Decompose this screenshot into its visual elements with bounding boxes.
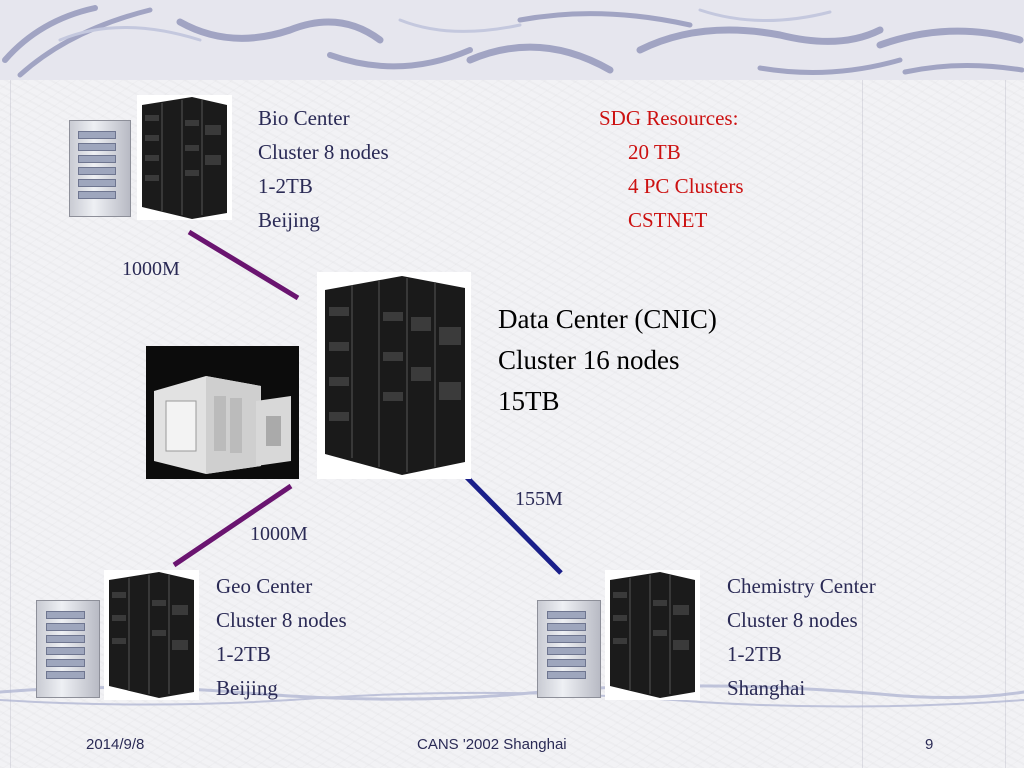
server-rack-icon	[104, 570, 199, 700]
chem-link-label: 155M	[515, 488, 563, 510]
geo-center-image	[34, 570, 199, 700]
data-center-rack-icon	[317, 272, 471, 479]
sdg-resource-item: CSTNET	[628, 208, 708, 232]
pc-tower-icon	[36, 600, 100, 698]
sdg-resources-title: SDG Resources:	[599, 106, 739, 130]
top-swirl-decoration	[0, 0, 1024, 80]
bio-center-location: Beijing	[258, 208, 320, 232]
sdg-resources-info: SDG Resources: 20 TB 4 PC Clusters CSTNE…	[599, 101, 744, 237]
server-rack-icon	[605, 570, 700, 700]
footer-date: 2014/9/8	[86, 736, 145, 753]
bio-center-nodes: Cluster 8 nodes	[258, 140, 389, 164]
data-center-nodes: Cluster 16 nodes	[498, 345, 680, 375]
geo-center-info: Geo Center Cluster 8 nodes 1-2TB Beijing	[216, 569, 347, 705]
bio-center-name: Bio Center	[258, 106, 350, 130]
sdg-resource-item: 4 PC Clusters	[628, 174, 744, 198]
bio-center-storage: 1-2TB	[258, 174, 313, 198]
geo-center-name: Geo Center	[216, 574, 313, 598]
geo-center-storage: 1-2TB	[216, 642, 271, 666]
texture-line	[1005, 80, 1006, 768]
texture-line	[862, 80, 863, 768]
bio-center-image	[67, 95, 232, 220]
chemistry-center-storage: 1-2TB	[727, 642, 782, 666]
bio-link-label: 1000M	[122, 258, 180, 280]
geo-center-nodes: Cluster 8 nodes	[216, 608, 347, 632]
chemistry-center-location: Shanghai	[727, 676, 806, 700]
server-rack-icon	[137, 95, 232, 220]
bio-center-info: Bio Center Cluster 8 nodes 1-2TB Beijing	[258, 101, 389, 237]
data-center-name: Data Center (CNIC)	[498, 304, 717, 334]
data-center-storage: 15TB	[498, 386, 560, 416]
chemistry-center-image	[535, 570, 700, 700]
mainframe-icon	[154, 376, 291, 474]
footer-title: CANS '2002 Shanghai	[417, 736, 567, 753]
pc-tower-icon	[69, 120, 131, 217]
pc-tower-icon	[537, 600, 601, 698]
sdg-resource-item: 20 TB	[628, 140, 681, 164]
geo-link-line	[172, 483, 293, 568]
bio-link-line	[187, 229, 300, 301]
texture-line	[10, 80, 11, 768]
chemistry-center-info: Chemistry Center Cluster 8 nodes 1-2TB S…	[727, 569, 876, 705]
footer-page-number: 9	[925, 736, 934, 753]
data-center-info: Data Center (CNIC) Cluster 16 nodes 15TB	[498, 299, 717, 422]
geo-link-label: 1000M	[250, 523, 308, 545]
chemistry-center-name: Chemistry Center	[727, 574, 876, 598]
geo-center-location: Beijing	[216, 676, 278, 700]
mainframe-image	[146, 346, 299, 479]
chemistry-center-nodes: Cluster 8 nodes	[727, 608, 858, 632]
